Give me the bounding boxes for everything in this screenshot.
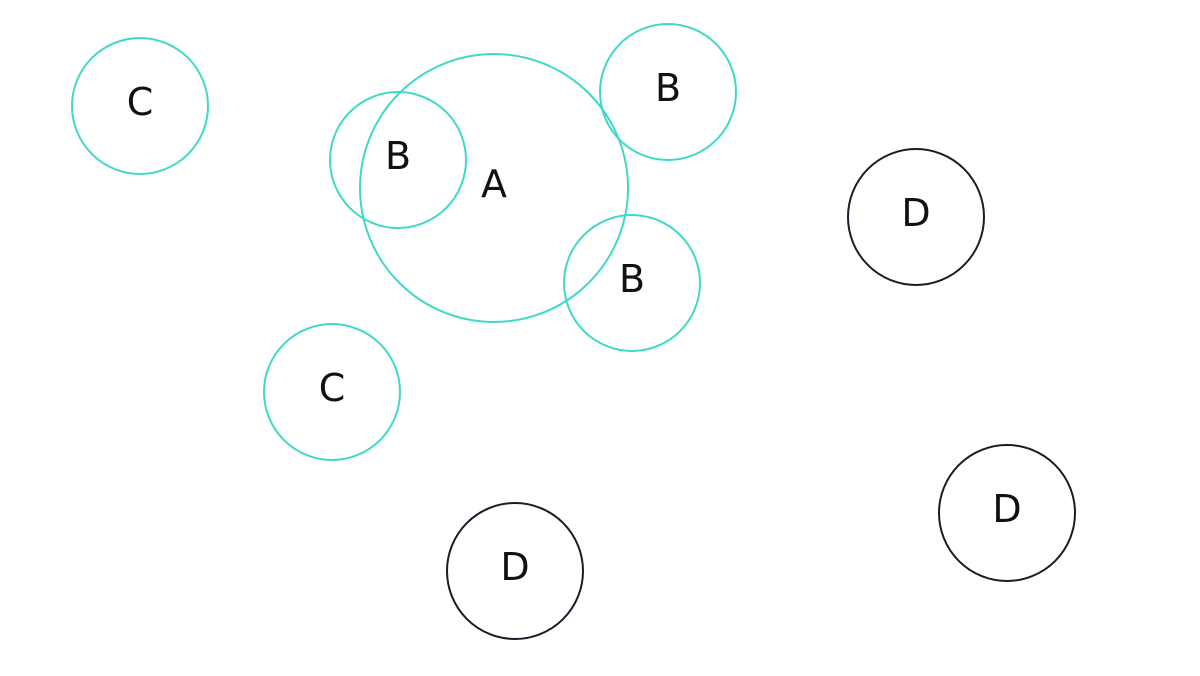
circle-label-b1: B [385,134,411,178]
circle-label-d1: D [901,191,930,235]
circle-node-b1: B [329,91,467,229]
circle-outline-c2 [263,323,401,461]
circle-outline-d1 [847,148,985,286]
circle-node-b3: B [563,214,701,352]
circle-outline-c1 [71,37,209,175]
circle-label-b2: B [655,66,681,110]
circle-label-d2: D [500,545,529,589]
circle-label-a: A [481,162,507,206]
circle-node-a: A [359,53,629,323]
circle-node-d1: D [847,148,985,286]
circle-outline-d2 [446,502,584,640]
circle-outline-a [359,53,629,323]
circle-outline-b3 [563,214,701,352]
circle-label-d3: D [992,487,1021,531]
circle-node-d3: D [938,444,1076,582]
circle-outline-b2 [599,23,737,161]
circle-node-c2: C [263,323,401,461]
circle-outline-d3 [938,444,1076,582]
circle-label-c2: C [319,366,346,410]
circle-node-d2: D [446,502,584,640]
circle-outline-b1 [329,91,467,229]
circle-node-b2: B [599,23,737,161]
circle-label-c1: C [127,80,154,124]
circle-node-c1: C [71,37,209,175]
circle-label-b3: B [619,257,645,301]
